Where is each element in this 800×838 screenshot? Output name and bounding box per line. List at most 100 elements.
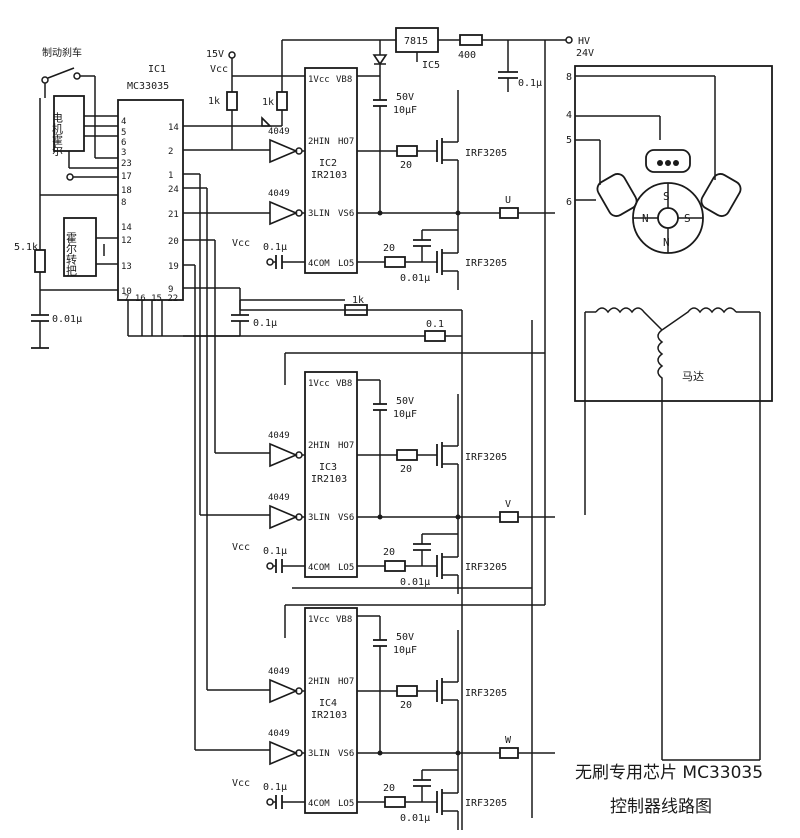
r-1k-sense: 1k	[352, 295, 364, 306]
phase-label-0: U	[505, 195, 511, 206]
pin-hin-2: 2HIN	[308, 677, 330, 687]
inverter-low-label-1: 4049	[268, 493, 290, 503]
motor-term-8: 8	[566, 72, 572, 83]
inverter-low-1	[269, 504, 299, 530]
inverter-low-2	[269, 740, 299, 766]
driver-part-0: IR2103	[311, 170, 347, 181]
boot-cap-v-1: 50V	[396, 396, 414, 407]
pin-lin-0: 3LIN	[308, 209, 330, 219]
vcc-low-1: Vcc	[232, 542, 250, 553]
r-5-1k-label: 5.1k	[14, 242, 38, 253]
supply-hv: HV	[578, 36, 590, 47]
driver-ref-1: IC3	[319, 462, 337, 473]
inverter-high-1	[269, 442, 299, 468]
gate-res-low-0	[384, 256, 406, 268]
ic1-bottom-pins: 7 16 15 22	[124, 294, 178, 304]
ic1-right-pin-2: 2	[168, 147, 173, 157]
ir2103-box-1	[304, 371, 358, 578]
pin-lo-1: LO5	[338, 563, 354, 573]
mosfet-low-label-2: IRF3205	[465, 798, 507, 809]
boot-cap-uf-2: 10μF	[393, 645, 417, 656]
rotor-pole-s-top: S	[663, 190, 670, 203]
ic1-left-pin-17: 17	[121, 172, 132, 182]
inverter-high-0	[269, 138, 299, 164]
pin-vs-0: VS6	[338, 209, 354, 219]
phase-res-2	[499, 747, 519, 759]
mosfet-high-label-2: IRF3205	[465, 688, 507, 699]
vcc-low-0: Vcc	[232, 238, 250, 249]
regulator-res: 400	[458, 50, 476, 61]
pin-ho-0: HO7	[338, 137, 354, 147]
ic1-right-pin-24: 24	[168, 185, 179, 195]
ic1-left-pin-8: 8	[121, 198, 126, 208]
inverter-low-label-2: 4049	[268, 729, 290, 739]
pin-lin-2: 3LIN	[308, 749, 330, 759]
pin-vb-0: VB8	[336, 75, 352, 85]
c-01-label: 0.1	[426, 319, 444, 330]
driver-ref-0: IC2	[319, 158, 337, 169]
inverter-low-label-0: 4049	[268, 189, 290, 199]
gate-res-low-label-1: 20	[383, 547, 395, 558]
rotor-pole-n-left: N	[642, 212, 649, 225]
ic1-left-pin-14: 14	[121, 223, 132, 233]
pin-vcc-2: 1Vcc	[308, 615, 330, 625]
snub-cap-1: 0.01μ	[400, 577, 430, 588]
mosfet-high-label-1: IRF3205	[465, 452, 507, 463]
ic1-left-pin-10: 10	[121, 287, 132, 297]
gate-res-low-2	[384, 796, 406, 808]
regulator-ref: IC5	[422, 60, 440, 71]
ic1-left-pin-12: 12	[121, 236, 132, 246]
c-001-label: 0.01μ	[52, 314, 82, 325]
rotor-pole-s-right: S	[684, 212, 691, 225]
inverter-high-label-2: 4049	[268, 667, 290, 677]
inverter-high-label-1: 4049	[268, 431, 290, 441]
ic1-right-pin-21: 21	[168, 210, 179, 220]
inverter-low-0	[269, 200, 299, 226]
pin-com-2: 4COM	[308, 799, 330, 809]
ic1-part: MC33035	[127, 81, 169, 92]
r-1k-a: 1k	[208, 96, 220, 107]
driver-part-1: IR2103	[311, 474, 347, 485]
driver-part-2: IR2103	[311, 710, 347, 721]
brake-label: 制动刹车	[42, 46, 82, 59]
c-01u-label: 0.1μ	[253, 318, 277, 329]
ic1-right-pin-20: 20	[168, 237, 179, 247]
decoup-2: 0.1μ	[263, 782, 287, 793]
ic1-right-pin-9: 9	[168, 285, 173, 295]
ic1-left-pin-23: 23	[121, 159, 132, 169]
vcc-low-2: Vcc	[232, 778, 250, 789]
pin-com-0: 4COM	[308, 259, 330, 269]
motor-term-5: 5	[566, 135, 572, 146]
decoup-1: 0.1μ	[263, 546, 287, 557]
ir2103-box-2	[304, 607, 358, 814]
rc-timing: 5.1k 0.01μ	[14, 98, 118, 349]
mosfet-high-label-0: IRF3205	[465, 148, 507, 159]
supply-15v-top: 15V Vcc 1k 1k	[183, 49, 305, 150]
pin-hin-0: 2HIN	[308, 137, 330, 147]
phase-label-1: V	[505, 499, 511, 510]
driver-ref-2: IC4	[319, 698, 337, 709]
ir2103-box-0	[304, 67, 358, 274]
pin-vcc-1: 1Vcc	[308, 379, 330, 389]
supply-vcc-1: Vcc	[210, 64, 228, 75]
pin-lo-2: LO5	[338, 799, 354, 809]
caption-line-1: 无刷专用芯片 MC33035	[575, 763, 763, 783]
caption-line-2: 控制器线路图	[610, 797, 712, 817]
pin-vb-1: VB8	[336, 379, 352, 389]
pin-ho-2: HO7	[338, 677, 354, 687]
ic1-left-pin-13: 13	[121, 262, 132, 272]
mosfet-low-label-0: IRF3205	[465, 258, 507, 269]
hall-handle-text: 霍尔转把	[65, 232, 78, 277]
gate-res-high-label-1: 20	[400, 464, 412, 475]
gate-res-low-label-2: 20	[383, 783, 395, 794]
ic1-left-pin-6: 6	[121, 138, 126, 148]
motor-term-4: 4	[566, 110, 572, 121]
boot-cap-uf-0: 10μF	[393, 105, 417, 116]
pin-lin-1: 3LIN	[308, 513, 330, 523]
ic1-output-routing: 0.1μ 1k 0.1	[183, 149, 462, 751]
gate-res-high-label-0: 20	[400, 160, 412, 171]
